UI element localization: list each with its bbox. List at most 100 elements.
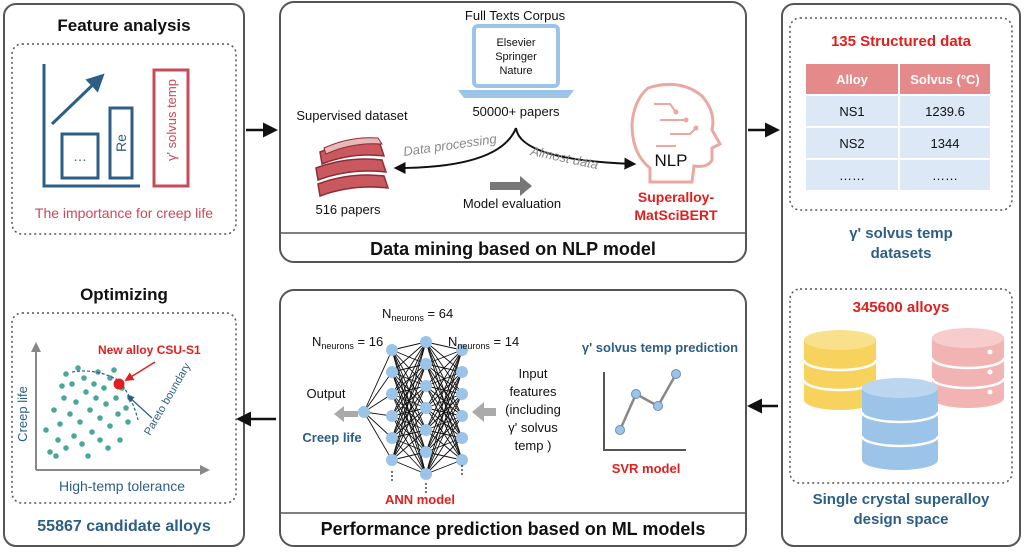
svr-model-label: SVR model xyxy=(612,461,681,476)
ann-connection xyxy=(425,415,463,475)
ann-connection xyxy=(391,341,427,439)
scatter-dot xyxy=(63,371,69,377)
scatter-dot xyxy=(115,411,121,417)
input-line-2: features xyxy=(510,384,557,399)
svr-title: γ' solvus temp prediction xyxy=(582,340,738,355)
scatter-dot xyxy=(113,395,119,401)
almost-data-label: Almost data xyxy=(528,143,599,172)
ann-neuron xyxy=(420,424,432,436)
ann-connection xyxy=(425,459,463,475)
scatter-dot xyxy=(43,427,49,433)
pareto-label: Pareto boundary xyxy=(142,361,193,438)
scatter-dot xyxy=(69,381,75,387)
scatter-dot xyxy=(107,423,113,429)
input-line-1: Input xyxy=(519,366,548,381)
ann-ellipsis-dot xyxy=(391,471,393,473)
feature-bar-1 xyxy=(60,132,100,180)
arrow-to-books xyxy=(393,127,517,174)
ann-connection xyxy=(425,349,463,475)
ann-model-label: ANN model xyxy=(385,492,455,507)
feature-box xyxy=(11,43,237,235)
arrow-to-nlp-model xyxy=(515,127,637,170)
ann-neuron xyxy=(456,432,468,444)
input-arrow xyxy=(472,402,496,422)
model-name-line1: Superalloy- xyxy=(638,189,715,205)
scatter-dot xyxy=(67,411,73,417)
input-line-4: γ' solvus xyxy=(508,420,558,435)
scatter-dot xyxy=(125,419,131,425)
scatter-dot xyxy=(57,421,63,427)
table-cell: NS2 xyxy=(839,136,864,151)
ann-connection xyxy=(363,349,393,413)
ann-connection xyxy=(425,349,463,409)
scatter-dots xyxy=(43,365,133,459)
ann-ellipsis-dot xyxy=(461,465,463,467)
books-icon xyxy=(315,137,390,198)
ann-connection xyxy=(391,341,427,395)
creep-life-output: Creep life xyxy=(302,430,361,445)
scatter-dot xyxy=(123,405,129,411)
ann-connection xyxy=(425,349,463,453)
ann-connection xyxy=(391,341,427,373)
supervised-dataset-label: Supervised dataset xyxy=(296,108,408,123)
n64-label: Nneurons = 64 xyxy=(382,306,453,323)
structured-data-title: 135 Structured data xyxy=(831,33,972,50)
left-panel xyxy=(3,3,245,547)
scatter-dot xyxy=(91,381,97,387)
optimizing-box xyxy=(11,312,237,504)
ann-neuron xyxy=(456,454,468,466)
database-icons xyxy=(802,328,1006,470)
scatter-dot xyxy=(73,399,79,405)
ann-ellipsis-dot xyxy=(425,483,427,485)
scatter-dot xyxy=(83,389,89,395)
feature-caption: The importance for creep life xyxy=(35,205,213,221)
datasets-line1: γ' solvus temp xyxy=(849,225,953,242)
scatter-dot xyxy=(85,453,91,459)
scatter-dot xyxy=(79,441,85,447)
nlp-panel xyxy=(279,1,747,263)
scatter-dot xyxy=(71,433,77,439)
ann-connection xyxy=(425,349,463,431)
high-temp-axis-label: High-temp tolerance xyxy=(59,478,185,494)
scatter-dot xyxy=(93,395,99,401)
table-header-solvus: Solvus (°C) xyxy=(910,72,979,87)
table-cell: 1239.6 xyxy=(925,104,965,119)
ann-network xyxy=(358,336,468,493)
feature-bar-2 xyxy=(108,106,134,180)
scatter-dot xyxy=(77,419,83,425)
scatter-dot xyxy=(89,429,95,435)
ann-neuron xyxy=(420,446,432,458)
n16-label: Nneurons = 16 xyxy=(312,334,383,351)
ann-ellipsis-dot xyxy=(425,487,427,489)
ann-neuron xyxy=(358,406,370,418)
candidate-alloys: 55867 candidate alloys xyxy=(37,518,211,535)
solvus-table xyxy=(806,64,990,190)
model-name-line2: MatSciBERT xyxy=(634,207,718,223)
nlp-label: NLP xyxy=(654,151,687,170)
ann-connection xyxy=(425,349,463,387)
ann-neuron xyxy=(456,410,468,422)
output-arrow xyxy=(334,406,358,422)
ann-connection xyxy=(363,411,393,461)
ann-ellipsis-dot xyxy=(461,473,463,475)
ann-connection xyxy=(391,385,427,461)
publisher-elsevier: Elsevier xyxy=(496,37,535,49)
ann-neuron xyxy=(420,402,432,414)
nlp-panel-title: Data mining based on NLP model xyxy=(370,239,656,259)
scatter-dot xyxy=(97,437,103,443)
ann-connection xyxy=(363,371,393,413)
design-space-line2: design space xyxy=(853,511,948,528)
corpus-title: Full Texts Corpus xyxy=(465,8,566,23)
ann-neuron xyxy=(386,366,398,378)
ann-neuron xyxy=(386,410,398,422)
n14-label: Nneurons = 14 xyxy=(448,334,519,351)
ann-connection xyxy=(391,459,427,475)
ann-neuron xyxy=(420,358,432,370)
datasets-line2: datasets xyxy=(871,245,932,262)
new-alloy-label: New alloy CSU-S1 xyxy=(98,343,201,357)
scatter-dot xyxy=(111,367,117,373)
ann-connection xyxy=(391,429,427,461)
model-evaluation-label: Model evaluation xyxy=(463,196,561,211)
input-line-3: (including xyxy=(505,402,561,417)
